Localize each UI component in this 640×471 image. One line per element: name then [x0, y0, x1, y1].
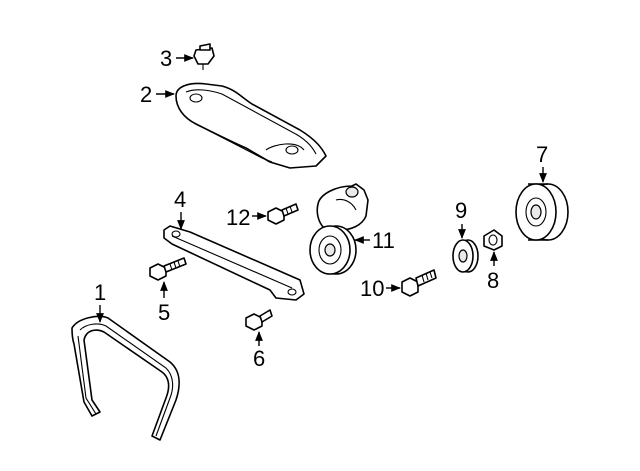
callout-12: 12 — [226, 205, 250, 230]
part-10-bolt — [401, 269, 437, 297]
callout-4: 4 — [174, 187, 186, 212]
callout-9: 9 — [455, 198, 467, 223]
callout-5: 5 — [158, 300, 170, 325]
callout-10: 10 — [360, 276, 384, 301]
part-7-idler-pulley — [515, 183, 569, 241]
part-2-cover — [175, 82, 327, 169]
part-3-clip — [193, 43, 215, 70]
part-6-bolt — [245, 309, 273, 331]
part-8-nut — [483, 229, 503, 251]
part-5-bolt — [149, 257, 187, 281]
callout-1: 1 — [94, 280, 106, 305]
callout-2: 2 — [140, 82, 152, 107]
part-1-drive-belt — [71, 315, 180, 441]
callout-6: 6 — [253, 346, 265, 371]
callout-8: 8 — [487, 268, 499, 293]
part-11-tensioner — [309, 183, 369, 275]
part-9-spacer — [452, 239, 479, 273]
callout-3: 3 — [160, 46, 172, 71]
part-12-bolt — [267, 203, 299, 225]
part-4-bracket — [163, 225, 305, 301]
callout-7: 7 — [536, 142, 548, 167]
callout-11: 11 — [372, 228, 395, 253]
